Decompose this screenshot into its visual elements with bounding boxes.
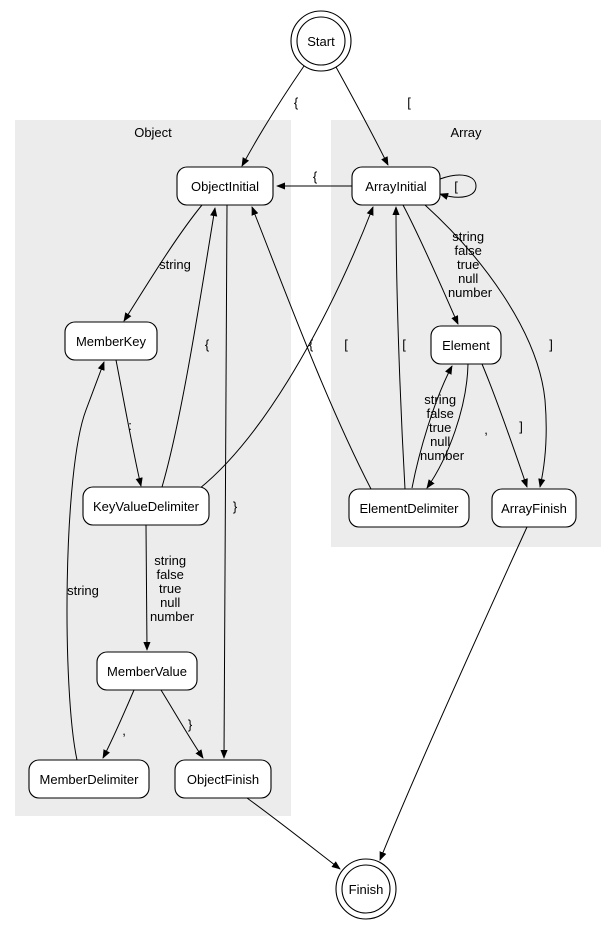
- node-element: Element: [430, 325, 502, 365]
- node-member-value-label: MemberValue: [107, 664, 187, 679]
- edge-label-line: number: [150, 609, 195, 624]
- edge-array-initial-self-loop: [439, 174, 477, 200]
- node-finish-label: Finish: [349, 882, 384, 897]
- node-array-finish: ArrayFinish: [491, 488, 577, 528]
- edge-label-line: null: [160, 595, 180, 610]
- node-finish: Finish: [335, 858, 397, 920]
- node-object-initial-box: [176, 166, 274, 206]
- edge-label-memberdelimiter-memberkey: string: [67, 583, 99, 598]
- node-start-label: Start: [307, 34, 335, 49]
- node-element-delimiter: ElementDelimiter: [348, 488, 470, 528]
- node-key-value-delimiter-box: [82, 486, 210, 526]
- edge-element-delimiter-to-array-initial: [392, 206, 406, 490]
- edge-label-object-objectfinish: }: [233, 499, 238, 514]
- edge-label-line: true: [429, 420, 451, 435]
- edge-label-array-element: string false true null number: [448, 229, 493, 300]
- edge-start-to-object-initial: [241, 65, 305, 167]
- edge-label-start-array: [: [407, 95, 411, 110]
- node-array-initial-label: ArrayInitial: [365, 179, 427, 194]
- edge-label-line: null: [430, 434, 450, 449]
- node-array-initial-box: [351, 166, 441, 206]
- edge-label-line: false: [426, 406, 453, 421]
- edge-label-membervalue-objectfinish: }: [188, 717, 193, 732]
- edge-label-line: true: [159, 581, 181, 596]
- edge-member-value-to-object-finish: [160, 689, 204, 759]
- node-array-finish-box: [491, 488, 577, 528]
- node-member-value-box: [96, 651, 198, 691]
- edge-label-element-elementdelimiter: ,: [484, 422, 488, 437]
- cluster-array-label: Array: [450, 125, 482, 140]
- edge-label-line: string: [452, 229, 484, 244]
- node-element-delimiter-label: ElementDelimiter: [360, 501, 460, 516]
- edge-label-start-object: {: [294, 95, 299, 110]
- edge-label-elementdelimiter-object: {: [309, 337, 314, 352]
- node-object-finish-label: ObjectFinish: [187, 772, 259, 787]
- edge-object-finish-to-finish: [246, 797, 341, 870]
- node-member-delimiter: MemberDelimiter: [28, 759, 150, 799]
- node-start-inner-circle: [296, 16, 346, 66]
- edge-element-delimiter-to-object-initial: [251, 206, 372, 490]
- edge-label-line: true: [457, 257, 479, 272]
- edge-key-value-delimiter-to-member-value: [143, 524, 151, 651]
- cluster-object-label: Object: [134, 125, 172, 140]
- edge-object-initial-to-member-key: [123, 204, 203, 322]
- node-member-key-label: MemberKey: [76, 334, 147, 349]
- node-member-delimiter-label: MemberDelimiter: [40, 772, 140, 787]
- edge-label-elementdelimiter-array: [: [402, 337, 406, 352]
- node-element-box: [430, 325, 502, 365]
- node-finish-inner-circle: [341, 864, 391, 914]
- edge-label-kvd-object: {: [205, 337, 210, 352]
- edge-label-elementdelimiter-element: string false true null number: [420, 392, 465, 463]
- edge-member-key-to-key-value-delimiter: [115, 359, 143, 487]
- node-key-value-delimiter-label: KeyValueDelimiter: [93, 499, 200, 514]
- node-element-delimiter-box: [348, 488, 470, 528]
- node-object-finish-box: [174, 759, 272, 799]
- edge-label-line: number: [420, 448, 465, 463]
- edge-member-value-to-member-delimiter: [102, 689, 135, 759]
- edge-member-delimiter-to-member-key: [66, 361, 105, 761]
- edge-label-array-object: {: [313, 169, 318, 184]
- node-element-label: Element: [442, 338, 490, 353]
- node-member-key: MemberKey: [64, 321, 158, 361]
- node-array-initial: ArrayInitial: [351, 166, 441, 206]
- edge-element-to-array-finish: [481, 363, 528, 488]
- edge-label-line: string: [154, 553, 186, 568]
- node-object-initial-label: ObjectInitial: [191, 179, 259, 194]
- node-member-key-box: [64, 321, 158, 361]
- edge-object-initial-to-object-finish: [220, 204, 228, 759]
- edge-label-line: null: [458, 271, 478, 286]
- edge-label-line: false: [454, 243, 481, 258]
- edge-key-value-delimiter-to-array-initial: [198, 206, 374, 490]
- node-array-finish-label: ArrayFinish: [501, 501, 567, 516]
- node-start: Start: [290, 10, 352, 72]
- edge-element-delimiter-to-element: [411, 365, 453, 489]
- node-object-initial: ObjectInitial: [176, 166, 274, 206]
- node-object-finish: ObjectFinish: [174, 759, 272, 799]
- edge-array-initial-to-element: [402, 204, 459, 325]
- edge-label-object-memberkey: string: [159, 257, 191, 272]
- node-member-delimiter-box: [28, 759, 150, 799]
- edge-array-finish-to-finish: [379, 526, 528, 861]
- edge-label-line: string: [424, 392, 456, 407]
- edge-label-array-arrayfinish: ]: [549, 337, 553, 352]
- edge-label-kvd-array: [: [344, 337, 348, 352]
- edge-label-array-self: [: [454, 179, 458, 194]
- edge-label-membervalue-memberdelimiter: ,: [122, 723, 126, 738]
- edge-label-line: false: [156, 567, 183, 582]
- edge-element-to-element-delimiter: [426, 363, 469, 489]
- cluster-object-box: [15, 120, 291, 816]
- node-member-value: MemberValue: [96, 651, 198, 691]
- edge-array-initial-to-array-finish: [424, 204, 547, 488]
- edge-label-memberkey-kvd: :: [128, 418, 132, 433]
- node-key-value-delimiter: KeyValueDelimiter: [82, 486, 210, 526]
- edge-key-value-delimiter-to-object-initial: [161, 207, 218, 488]
- edge-label-line: number: [448, 285, 493, 300]
- edge-label-kvd-membervalue: string false true null number: [150, 553, 195, 624]
- edge-start-to-array-initial: [335, 66, 389, 166]
- edge-label-element-arrayfinish: ]: [519, 419, 523, 434]
- cluster-object: Object: [15, 120, 291, 816]
